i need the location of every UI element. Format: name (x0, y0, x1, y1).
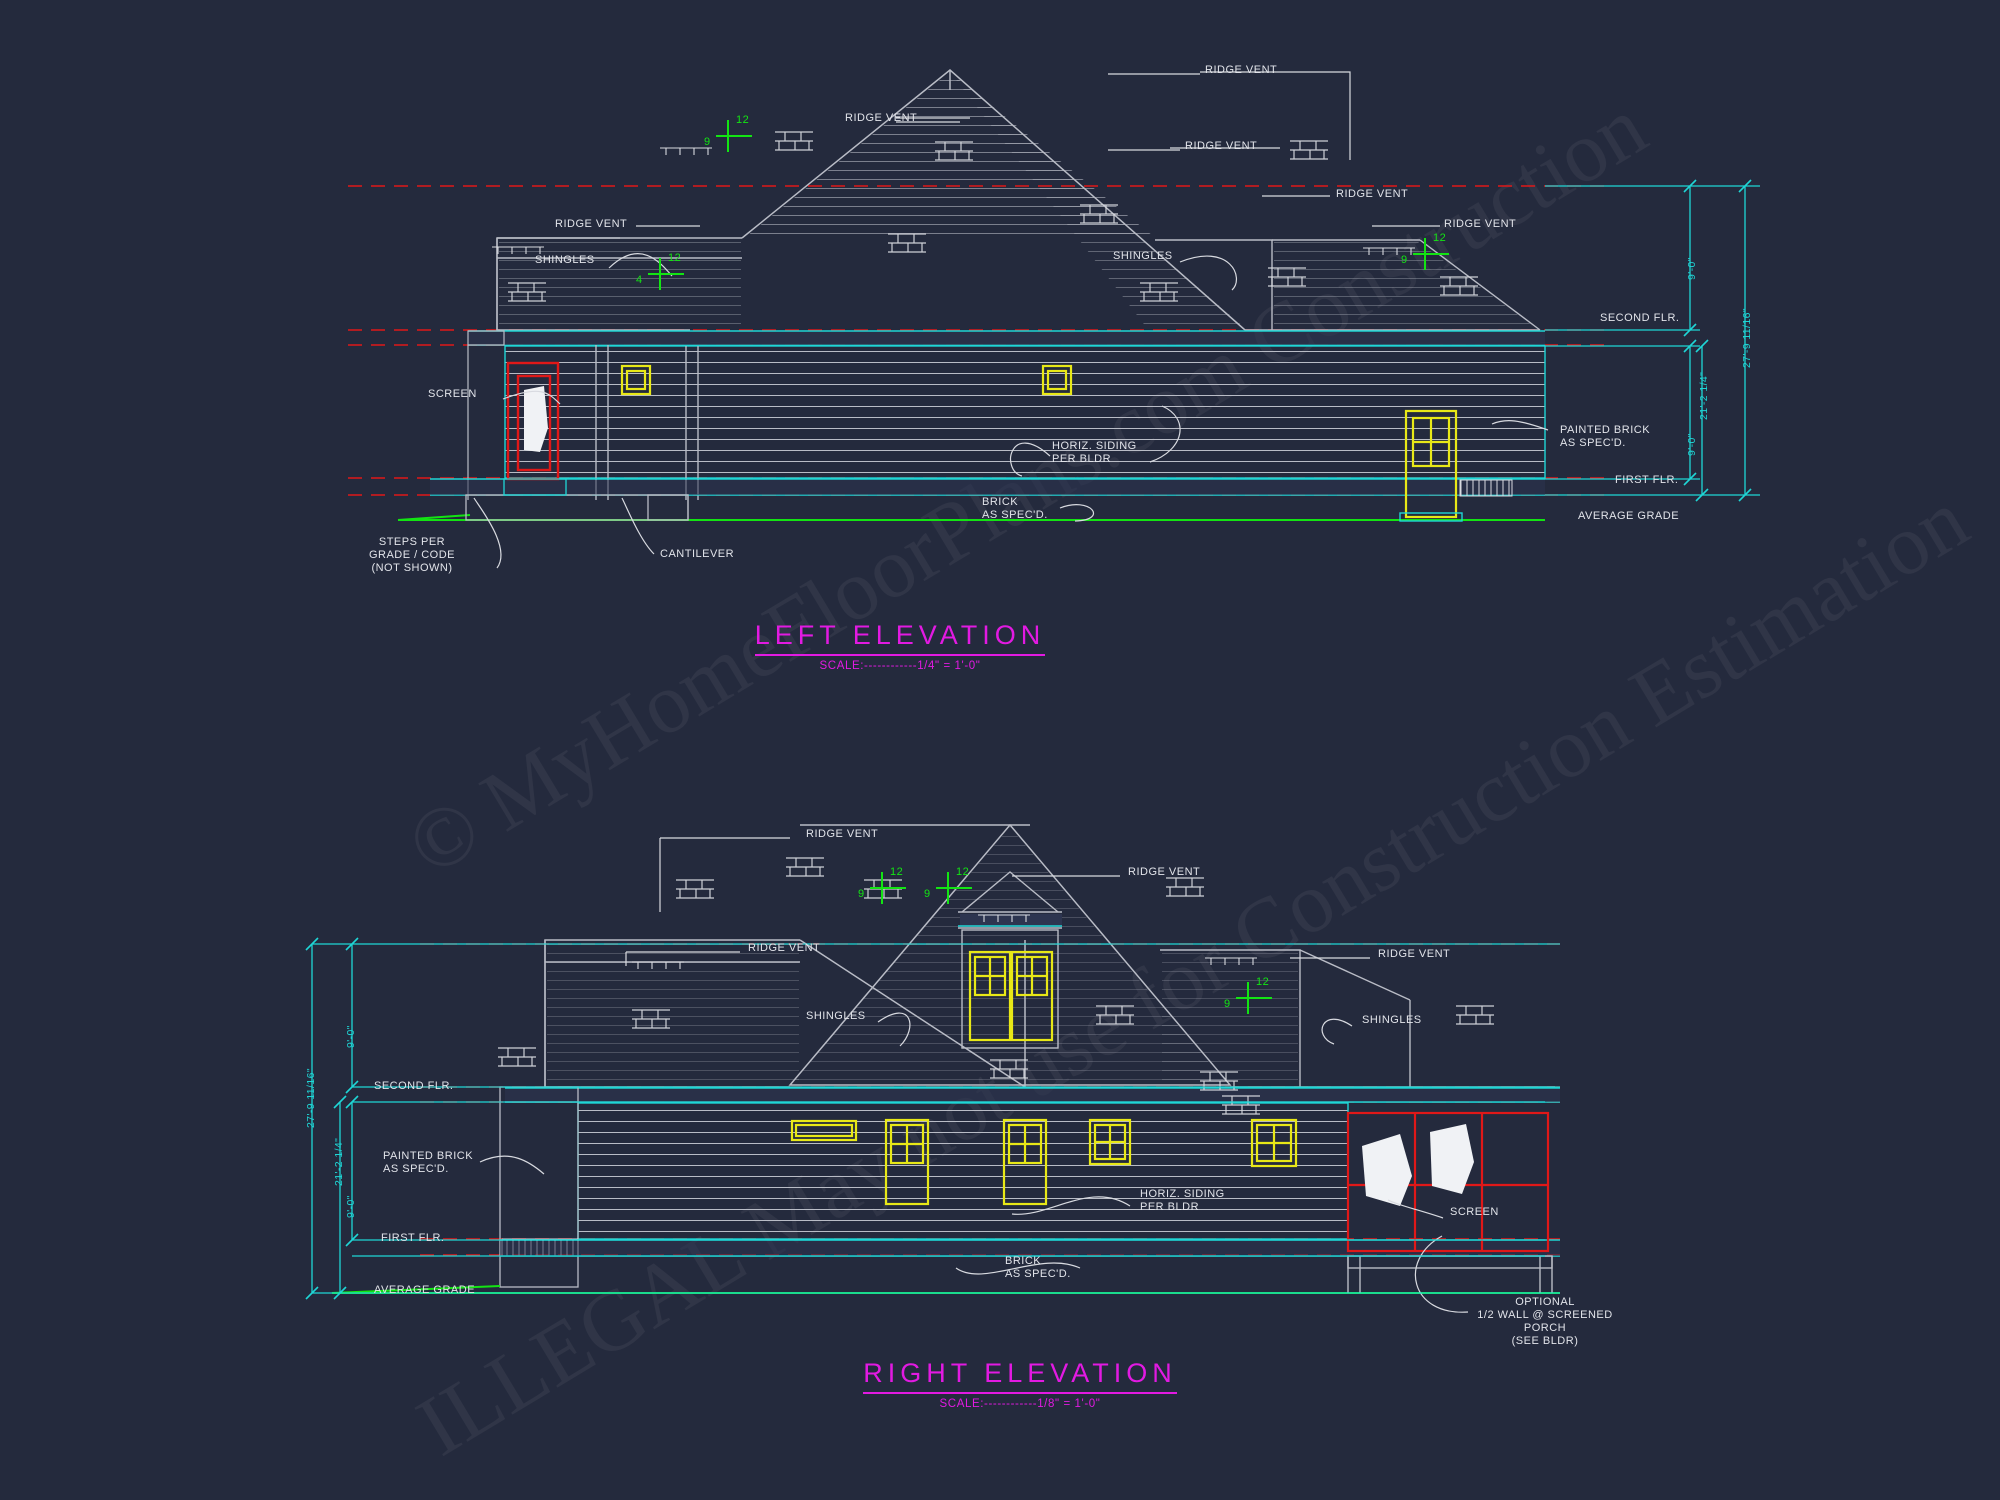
scale-label: SCALE: (939, 1398, 985, 1410)
second-floor-datum-label: SECOND FLR. (1600, 312, 1680, 324)
scale-leader: ------------ (864, 660, 918, 672)
scale-value: 1/4" = 1'-0" (917, 660, 981, 672)
pitch-run-label: 12 (736, 114, 750, 126)
left-elevation-geometry (348, 69, 1760, 569)
second-floor-datum-label: SECOND FLR. (374, 1080, 454, 1092)
pitch-rise-label: 9 (858, 888, 865, 900)
scale-leader: ------------ (984, 1398, 1038, 1410)
pitch-run-label: 12 (956, 866, 970, 878)
pitch-run-label: 12 (668, 252, 682, 264)
ridge-vent-label: RIDGE VENT (845, 112, 918, 124)
right-elevation-title: RIGHT ELEVATION (863, 1358, 1177, 1394)
shingles-note: SHINGLES (806, 1010, 866, 1022)
ridge-vent-label: RIDGE VENT (1444, 218, 1517, 230)
left-elevation-title-block: LEFT ELEVATION SCALE:------------1/4" = … (700, 620, 1100, 672)
ridge-vent-label: RIDGE VENT (1378, 948, 1451, 960)
steps-note: STEPS PER GRADE / CODE (NOT SHOWN) (368, 536, 456, 574)
average-grade-datum-label: AVERAGE GRADE (374, 1284, 476, 1296)
ridge-vent-label: RIDGE VENT (555, 218, 628, 230)
screen-note: SCREEN (1450, 1206, 1499, 1218)
ridge-vent-label: RIDGE VENT (806, 828, 879, 840)
scale-value: 1/8" = 1'-0" (1037, 1398, 1101, 1410)
first-floor-datum-label: FIRST FLR. (1615, 474, 1679, 486)
shingles-note: SHINGLES (1362, 1014, 1422, 1026)
optional-porch-note: OPTIONAL 1/2 WALL @ SCREENED PORCH (SEE … (1477, 1296, 1613, 1347)
painted-brick-note: PAINTED BRICK AS SPEC'D. (383, 1150, 474, 1175)
dimension-upper-story: 9'-0" (345, 1025, 357, 1048)
shingles-note: SHINGLES (535, 254, 595, 266)
painted-brick-note: PAINTED BRICK AS SPEC'D. (1560, 424, 1651, 449)
dimension-overall: 27'-9 11/16" (1741, 308, 1753, 368)
ridge-vent-label: RIDGE VENT (748, 942, 821, 954)
dimension-lower-story: 9'-0" (1686, 433, 1698, 456)
brick-note: BRICK AS SPEC'D. (982, 496, 1048, 521)
brick-note: BRICK AS SPEC'D. (1005, 1255, 1071, 1280)
pitch-rise-label: 9 (704, 136, 711, 148)
pitch-rise-label: 4 (636, 274, 643, 286)
right-elevation-geometry (305, 823, 1560, 1313)
first-floor-datum-label: FIRST FLR. (381, 1232, 445, 1244)
pitch-rise-label: 9 (924, 888, 931, 900)
ridge-vent-label: RIDGE VENT (1185, 140, 1258, 152)
pitch-run-label: 12 (1256, 976, 1270, 988)
dimension-lower-story: 9'-0" (345, 1195, 357, 1218)
dimension-overall: 27'-9 11/16" (305, 1068, 317, 1128)
horiz-siding-note: HORIZ. SIDING PER BLDR (1140, 1188, 1225, 1213)
pitch-run-label: 12 (890, 866, 904, 878)
screen-note: SCREEN (428, 388, 477, 400)
dimension-upper-story: 9'-0" (1686, 257, 1698, 280)
ridge-vent-label: RIDGE VENT (1128, 866, 1201, 878)
pitch-rise-label: 9 (1401, 254, 1408, 266)
shingles-note: SHINGLES (1113, 250, 1173, 262)
ridge-vent-label: RIDGE VENT (1336, 188, 1409, 200)
pitch-run-label: 12 (1433, 232, 1447, 244)
average-grade-datum-label: AVERAGE GRADE (1578, 510, 1680, 522)
dimension-wall-total: 21'-2 1/4" (1698, 371, 1710, 420)
ridge-vent-label: RIDGE VENT (1205, 64, 1278, 76)
pitch-rise-label: 9 (1224, 998, 1231, 1010)
left-elevation-title: LEFT ELEVATION (754, 620, 1046, 656)
right-elevation-title-block: RIGHT ELEVATION SCALE:------------1/8" =… (800, 1358, 1240, 1410)
right-elevation-scale-note: SCALE:------------1/8" = 1'-0" (800, 1398, 1240, 1410)
horiz-siding-note: HORIZ. SIDING PER BLDR (1052, 440, 1137, 465)
dimension-wall-total: 21'-2 1/4" (333, 1137, 345, 1186)
cantilever-note: CANTILEVER (660, 548, 735, 560)
scale-label: SCALE: (819, 660, 865, 672)
left-elevation-scale-note: SCALE:------------1/4" = 1'-0" (700, 660, 1100, 672)
